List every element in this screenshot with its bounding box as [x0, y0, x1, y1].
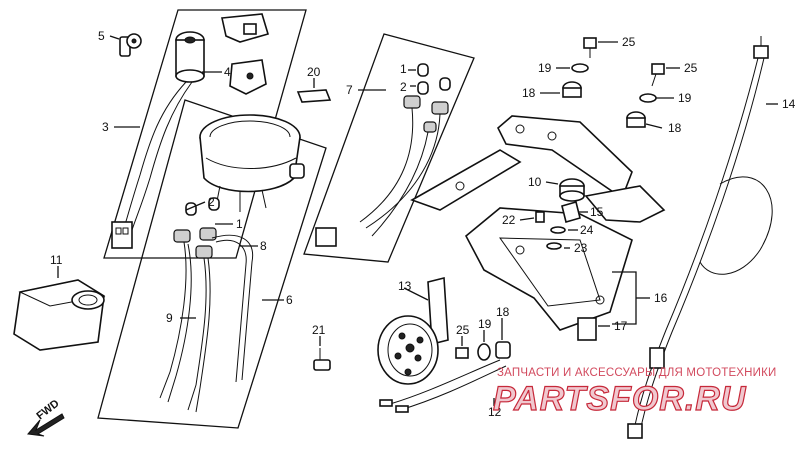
- label-25-right: 25: [684, 61, 698, 75]
- label-17: 17: [614, 319, 628, 333]
- label-18-right: 18: [668, 121, 682, 135]
- label-16: 16: [654, 291, 668, 305]
- meter-bracket: [410, 115, 666, 331]
- label-13: 13: [398, 279, 412, 293]
- grommet-18-lower: [495, 318, 511, 359]
- bolt-25-top: [583, 37, 618, 58]
- horn-wires: [379, 359, 507, 413]
- watermark-caption: ЗАПЧАСТИ И АКСЕССУАРЫ ДЛЯ МОТОТЕХНИКИ: [497, 367, 777, 379]
- rubber-cover: [13, 266, 106, 351]
- indicator-harness-group: [303, 33, 475, 263]
- key: [119, 33, 142, 57]
- label-8: 8: [260, 239, 267, 253]
- label-1-meter: 1: [236, 217, 243, 231]
- switch-bracket: [221, 13, 269, 95]
- part-16-leader: [612, 271, 650, 325]
- meter-assembly-group: [97, 99, 327, 429]
- washer-19-right: [639, 93, 674, 103]
- washer-19-top: [556, 63, 589, 73]
- label-1-top: 1: [400, 62, 407, 76]
- label-18-top: 18: [522, 86, 536, 100]
- label-19-lower: 19: [478, 317, 492, 331]
- bolt-25-lower: [455, 336, 469, 359]
- label-14: 14: [782, 97, 796, 111]
- callout-labels: 5 4 3 11 20 7 1 2 2 1 8 9 6 21 25 19 18 …: [34, 29, 795, 422]
- label-22: 22: [502, 213, 516, 227]
- grommet-18-right: [626, 111, 663, 129]
- clip-15: [561, 201, 588, 223]
- label-19-top: 19: [538, 61, 552, 75]
- label-7: 7: [346, 83, 353, 97]
- washer-19-lower: [477, 330, 491, 361]
- label-10: 10: [528, 175, 542, 189]
- label-4: 4: [224, 65, 231, 79]
- grommet-10: [545, 178, 585, 202]
- label-2-top: 2: [400, 80, 407, 94]
- bolt-21: [313, 336, 331, 371]
- fwd-arrow: [27, 413, 65, 437]
- bolt-25-right: [651, 63, 680, 87]
- label-24: 24: [580, 223, 594, 237]
- screw-22: [519, 211, 545, 223]
- label-5: 5: [98, 29, 105, 43]
- label-19-right: 19: [678, 91, 692, 105]
- label-11: 11: [50, 253, 63, 267]
- label-23: 23: [574, 241, 588, 255]
- speedometer-cable: [627, 36, 778, 439]
- label-25-top: 25: [622, 35, 636, 49]
- part-23: [546, 242, 570, 250]
- clip-20: [296, 78, 332, 103]
- part-24: [550, 226, 578, 234]
- horn: [377, 276, 449, 385]
- label-20: 20: [307, 65, 321, 79]
- label-18-lower: 18: [496, 305, 510, 319]
- watermark-logo: PARTSFOR.RU: [492, 379, 747, 418]
- label-9: 9: [166, 311, 173, 325]
- ignition-switch-group: [103, 9, 307, 259]
- grommet-18-top: [540, 81, 582, 98]
- ignition-switch: [175, 31, 205, 83]
- label-21: 21: [312, 323, 326, 337]
- speedometer: [199, 114, 305, 212]
- label-6: 6: [286, 293, 293, 307]
- label-25-lower: 25: [456, 323, 470, 337]
- part-17: [577, 317, 610, 341]
- label-15: 15: [590, 205, 604, 219]
- label-12: 12: [488, 405, 502, 419]
- label-3: 3: [102, 120, 109, 134]
- label-2-meter: 2: [208, 195, 215, 209]
